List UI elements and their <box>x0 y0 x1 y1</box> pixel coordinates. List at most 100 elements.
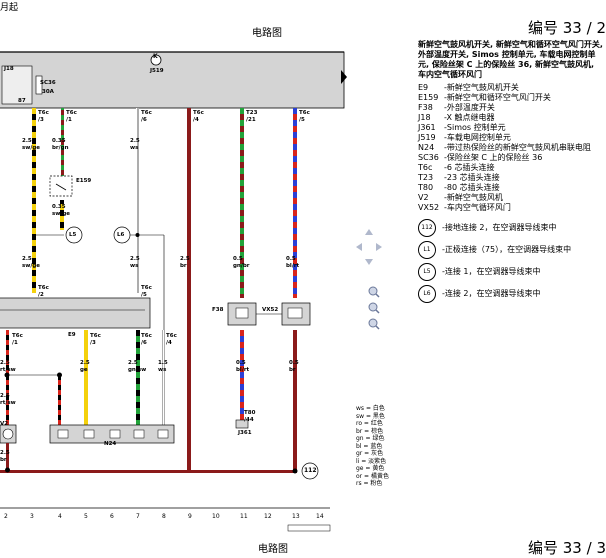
legend-code: E159 <box>418 93 439 102</box>
zoom-in-icon[interactable] <box>368 286 380 298</box>
label-t6c_2: T6c /2 <box>38 285 49 298</box>
e9-box <box>0 297 151 329</box>
label-v2: V2 <box>0 421 9 427</box>
j18-relay <box>1 65 33 105</box>
label-sc36: SC36 <box>40 80 56 86</box>
pan-left-icon[interactable] <box>356 243 362 251</box>
legend-desc: -保险丝架 C 上的保险丝 36 <box>444 153 543 162</box>
connector-desc: -正极连接（75），在空调器导线束中 <box>442 245 572 254</box>
wire-swge-short <box>60 200 64 230</box>
label-j18: J18 <box>4 66 14 72</box>
label-w13: 1.5 ws <box>158 360 168 373</box>
page-title: 电路图 <box>252 28 282 39</box>
color-legend-entry: gn = 绿色 <box>356 435 385 442</box>
label-t23_21: T23 /21 <box>246 110 258 123</box>
label-j361: J361 <box>238 430 252 436</box>
ground-112 <box>301 462 319 480</box>
label-vx52: VX52 <box>262 307 279 313</box>
label-j18_87: 87 <box>18 98 26 104</box>
legend-row: N24-带过热保险丝的新鲜空气鼓风机串联电阻 <box>418 143 604 153</box>
label-sc_sub: 30A <box>42 89 54 95</box>
circuit-diagram <box>0 51 345 532</box>
column-number: 13 <box>292 513 300 520</box>
component-legend: 新鲜空气鼓风机开关, 新鲜空气和循环空气风门开关, 外部温度开关, Simos … <box>418 40 604 305</box>
legend-code: F38 <box>418 103 433 112</box>
expand-panel-icon[interactable] <box>341 70 347 84</box>
footer-title: 电路图 <box>258 544 288 555</box>
legend-code: J519 <box>418 133 436 142</box>
label-w14: 0.5 bl/rt <box>236 360 250 373</box>
column-number: 14 <box>316 513 324 520</box>
legend-row: E9-新鲜空气鼓风机开关 <box>418 83 604 93</box>
connector-row: L5 -连接 1，在空调器导线束中 <box>418 261 604 283</box>
legend-row: T6c-6 芯插头连接 <box>418 163 604 173</box>
wire-br <box>187 108 191 473</box>
legend-code: N24 <box>418 143 435 152</box>
label-l6: L6 <box>117 232 125 238</box>
column-number: 9 <box>188 513 192 520</box>
pan-right-icon[interactable] <box>376 243 382 251</box>
header-left: 月起 <box>0 3 19 13</box>
label-e9: E9 <box>68 332 76 338</box>
wire-blrt <box>293 108 297 298</box>
label-t80: T80 /44 <box>244 410 256 423</box>
legend-row: SC36-保险丝架 C 上的保险丝 36 <box>418 153 604 163</box>
wire-blrt-lower <box>240 330 244 420</box>
legend-desc: -23 芯插头连接 <box>444 173 500 182</box>
legend-row: F38-外部温度开关 <box>418 103 604 113</box>
legend-desc: -Simos 控制单元 <box>444 123 506 132</box>
color-legend-entry: li = 淡紫色 <box>356 457 387 465</box>
label-w1: 2.5 sw/ge <box>22 138 41 151</box>
legend-desc: -新鲜空气和循环空气风门开关 <box>444 93 551 102</box>
label-t6c_6: T6c /6 <box>141 110 152 123</box>
column-number: 5 <box>84 513 88 520</box>
column-number: 10 <box>212 513 220 520</box>
pan-down-icon[interactable] <box>365 259 373 265</box>
connector-circle: 112 <box>418 219 436 237</box>
wire-rtsw-2 <box>58 375 61 425</box>
label-f38: F38 <box>212 307 224 313</box>
j519-box <box>0 51 345 109</box>
wire-ws-lower <box>162 330 165 425</box>
legend-title: 新鲜空气鼓风机开关, 新鲜空气和循环空气风门开关, 外部温度开关, Simos … <box>418 40 603 79</box>
legend-code: T6c <box>418 163 433 172</box>
legend-desc: -X 触点继电器 <box>444 113 495 122</box>
legend-desc: -新鲜空气鼓风机 <box>444 193 503 202</box>
zoom-out-icon[interactable] <box>368 318 380 330</box>
column-number: 12 <box>264 513 272 520</box>
legend-row: E159 -新鲜空气和循环空气风门开关 <box>418 93 604 103</box>
connector-row: L1-正极连接（75），在空调器导线束中 <box>418 239 604 261</box>
pan-up-icon[interactable] <box>365 229 373 235</box>
wire-brgn <box>61 108 64 178</box>
connector-desc: -连接 2，在空调器导线束中 <box>442 289 541 298</box>
pan-control[interactable] <box>354 227 384 267</box>
legend-row: V2-新鲜空气鼓风机 <box>418 193 604 203</box>
connector-circle: L5 <box>418 263 436 281</box>
wire-gnsw <box>136 330 140 425</box>
connector-circle: L6 <box>418 285 436 303</box>
column-number: 3 <box>30 513 34 520</box>
legend-code: J18 <box>418 113 431 122</box>
legend-desc: -车载电网控制单元 <box>444 133 511 142</box>
label-l5: L5 <box>69 232 77 238</box>
color-legend-entry: bl = 蓝色 <box>356 442 383 450</box>
connector-desc: -连接 1，在空调器导线束中 <box>442 267 541 276</box>
connector-row: L6 -连接 2，在空调器导线束中 <box>418 283 604 305</box>
next-page-number: 编号 33 / 3 <box>528 539 606 557</box>
label-j519: J519 <box>150 68 164 74</box>
connector-row: 112-接地连接 2，在空调器导线束中 <box>418 217 604 239</box>
label-k: K <box>153 53 158 60</box>
column-number: 11 <box>240 513 248 520</box>
label-t6c_1b: T6c /1 <box>12 333 23 346</box>
label-t6c_3b: T6c /3 <box>90 333 101 346</box>
label-w6: 2.5 ws <box>130 256 140 269</box>
wire-br-lower <box>293 330 297 470</box>
label-e159: E159 <box>76 178 92 184</box>
color-legend-entry: ro = 红色 <box>356 420 383 427</box>
label-w10: 2.5 rt/sw <box>0 360 16 373</box>
label-w12: 2.5 gn/sw <box>128 360 147 373</box>
zoom-fit-icon[interactable] <box>368 302 380 314</box>
column-number: 2 <box>4 513 8 520</box>
